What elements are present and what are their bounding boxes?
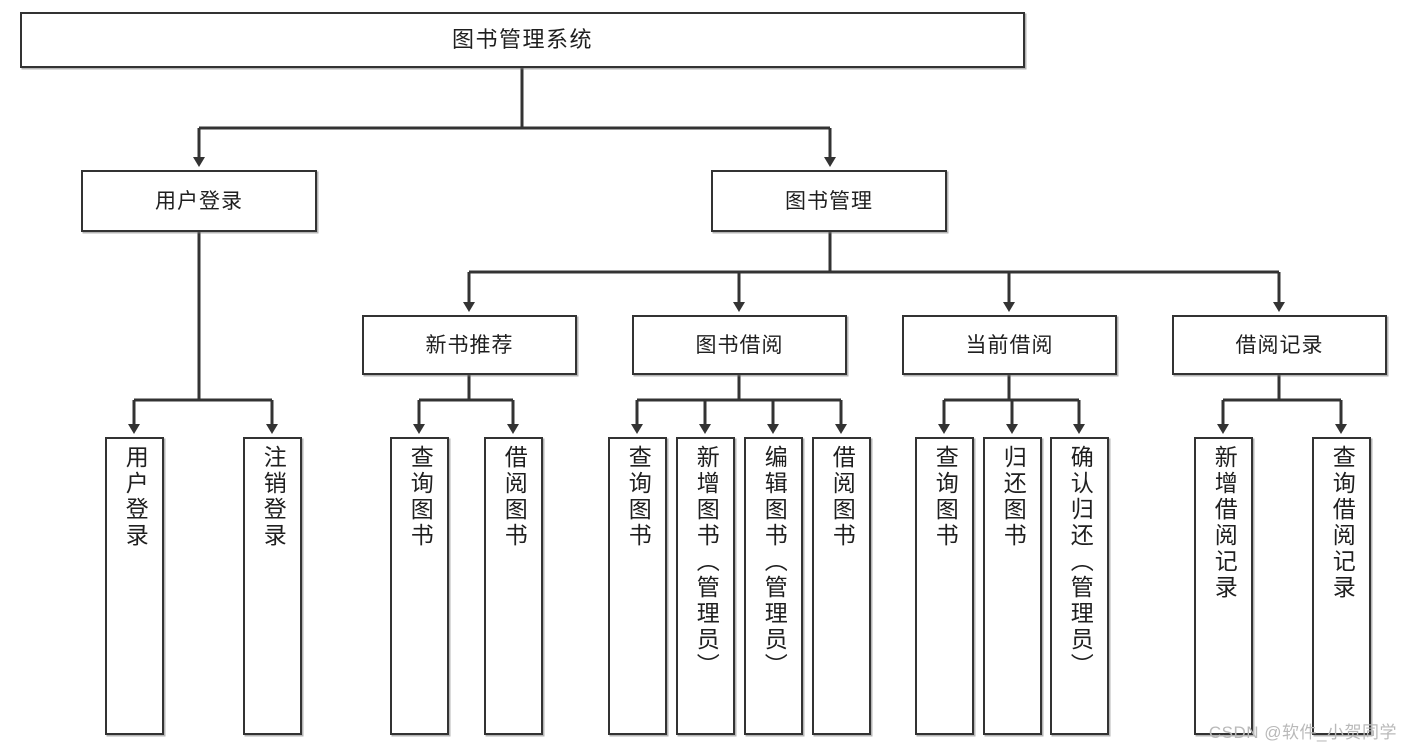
node-book-management[interactable]: 图书管理: [711, 170, 947, 232]
leaf-query-books-borrow[interactable]: 查询图书: [608, 437, 667, 735]
node-label: 图书借阅: [695, 333, 784, 357]
leaf-query-books-current[interactable]: 查询图书: [915, 437, 974, 735]
leaf-add-book-admin[interactable]: 新增图书（管理员）: [676, 437, 735, 735]
node-new-book-recommendation[interactable]: 新书推荐: [362, 315, 577, 375]
node-label: 编辑图书（管理员）: [761, 445, 788, 679]
node-label: 借阅记录: [1235, 333, 1324, 357]
node-current-borrowing[interactable]: 当前借阅: [902, 315, 1117, 375]
node-label: 查询图书: [407, 445, 434, 549]
node-label: 确认归还（管理员）: [1067, 445, 1094, 679]
node-label: 借阅图书: [501, 445, 528, 549]
node-label: 新书推荐: [425, 333, 514, 357]
leaf-query-borrow-record[interactable]: 查询借阅记录: [1312, 437, 1371, 735]
leaf-logout[interactable]: 注销登录: [243, 437, 302, 735]
leaf-confirm-return-admin[interactable]: 确认归还（管理员）: [1050, 437, 1109, 735]
node-label: 查询借阅记录: [1329, 445, 1356, 601]
node-label: 用户登录: [155, 189, 243, 213]
leaf-query-books-recommend[interactable]: 查询图书: [390, 437, 449, 735]
node-label: 查询图书: [932, 445, 959, 549]
node-borrow-records[interactable]: 借阅记录: [1172, 315, 1387, 375]
node-root-book-management-system[interactable]: 图书管理系统: [20, 12, 1025, 68]
leaf-borrow-books-recommend[interactable]: 借阅图书: [484, 437, 543, 735]
node-book-borrowing[interactable]: 图书借阅: [632, 315, 847, 375]
node-label: 新增借阅记录: [1211, 445, 1238, 601]
csdn-watermark: CSDN @软件_小贺同学: [1208, 723, 1397, 742]
node-label: 注销登录: [260, 445, 287, 549]
node-user-login[interactable]: 用户登录: [81, 170, 317, 232]
leaf-user-login[interactable]: 用户登录: [105, 437, 164, 735]
node-label: 借阅图书: [829, 445, 856, 549]
node-label: 查询图书: [625, 445, 652, 549]
node-label: 图书管理: [785, 189, 873, 213]
node-label: 新增图书（管理员）: [693, 445, 720, 679]
leaf-borrow-books[interactable]: 借阅图书: [812, 437, 871, 735]
leaf-edit-book-admin[interactable]: 编辑图书（管理员）: [744, 437, 803, 735]
node-label: 用户登录: [122, 445, 149, 549]
leaf-add-borrow-record[interactable]: 新增借阅记录: [1194, 437, 1253, 735]
node-label: 归还图书: [1000, 445, 1027, 549]
node-label: 当前借阅: [965, 333, 1054, 357]
node-label: 图书管理系统: [451, 27, 593, 52]
leaf-return-books[interactable]: 归还图书: [983, 437, 1042, 735]
